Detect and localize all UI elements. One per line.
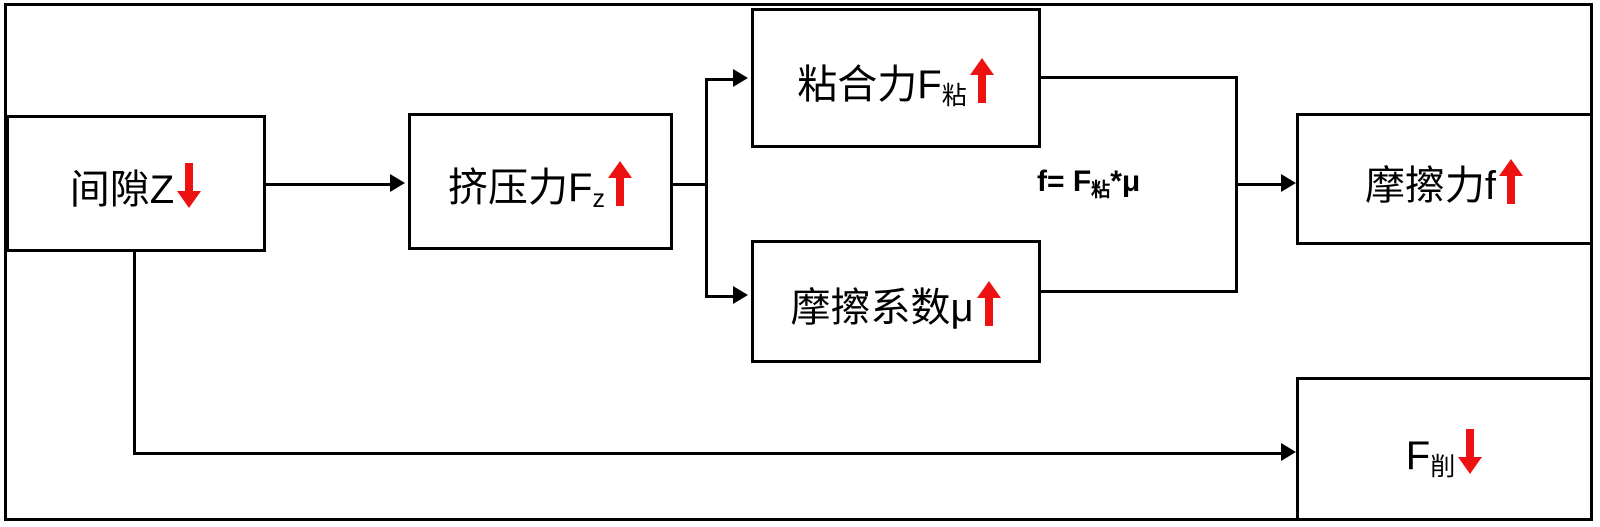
formula-friction: f= F粘*μ [1037,165,1141,201]
edge-friction-coefficient-to-merge [1038,290,1238,293]
red-down-arrow-icon [1457,428,1483,475]
node-friction-force-label: 摩擦力f [1365,153,1524,206]
edge-adhesion-to-merge [1038,76,1238,79]
node-friction-force[interactable]: 摩擦力f [1296,113,1593,245]
node-friction-coefficient[interactable]: 摩擦系数μ [751,240,1041,363]
edge-clearance-bottom-vertical [133,250,136,455]
node-clearance-label: 间隙Z [70,157,202,210]
red-up-arrow-icon [969,57,995,104]
arrowhead-clearance-to-squeeze [390,174,405,192]
red-up-arrow-icon [976,281,1002,327]
edge-squeeze-to-friction-coefficient [705,295,735,298]
arrowhead-clearance-to-cutting-force [1281,443,1296,461]
arrowhead-merge-to-friction-force [1281,174,1296,192]
node-clearance[interactable]: 间隙Z [6,115,266,252]
diagram-outer-frame [4,3,1593,521]
node-friction-coefficient-label: 摩擦系数μ [790,275,1001,328]
edge-merge-to-friction-force [1235,183,1283,186]
red-up-arrow-icon [1498,158,1524,205]
arrowhead-squeeze-to-friction-coefficient [733,286,748,304]
red-up-arrow-icon [607,161,633,207]
edge-squeeze-stub [673,183,708,186]
red-down-arrow-icon [176,163,202,209]
edge-squeeze-to-adhesion [705,78,735,81]
edge-clearance-to-cutting-force [133,452,1285,455]
edge-clearance-to-squeeze [266,183,392,186]
edge-squeeze-fork-vertical [705,78,708,296]
arrowhead-squeeze-to-adhesion [733,69,748,87]
